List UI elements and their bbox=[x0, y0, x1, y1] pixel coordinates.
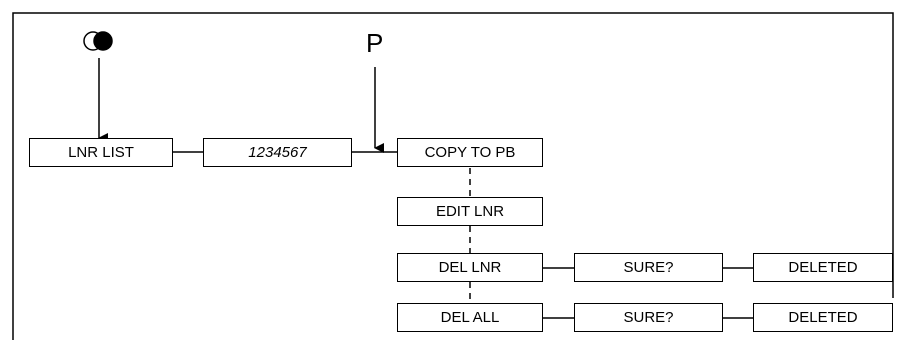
deleted-box-2: DELETED bbox=[753, 303, 893, 332]
edit-lnr-box: EDIT LNR bbox=[397, 197, 543, 226]
sure-box-1: SURE? bbox=[574, 253, 723, 282]
sure-box-2: SURE? bbox=[574, 303, 723, 332]
del-lnr-box: DEL LNR bbox=[397, 253, 543, 282]
number-box: 1234567 bbox=[203, 138, 352, 167]
p-key-label: P bbox=[366, 28, 384, 58]
frame-border bbox=[12, 12, 894, 340]
del-all-box: DEL ALL bbox=[397, 303, 543, 332]
lnr-list-box: LNR LIST bbox=[29, 138, 173, 167]
half-filled-circle-key-icon bbox=[83, 31, 113, 51]
copy-to-pb-box: COPY TO PB bbox=[397, 138, 543, 167]
deleted-box-1: DELETED bbox=[753, 253, 893, 282]
